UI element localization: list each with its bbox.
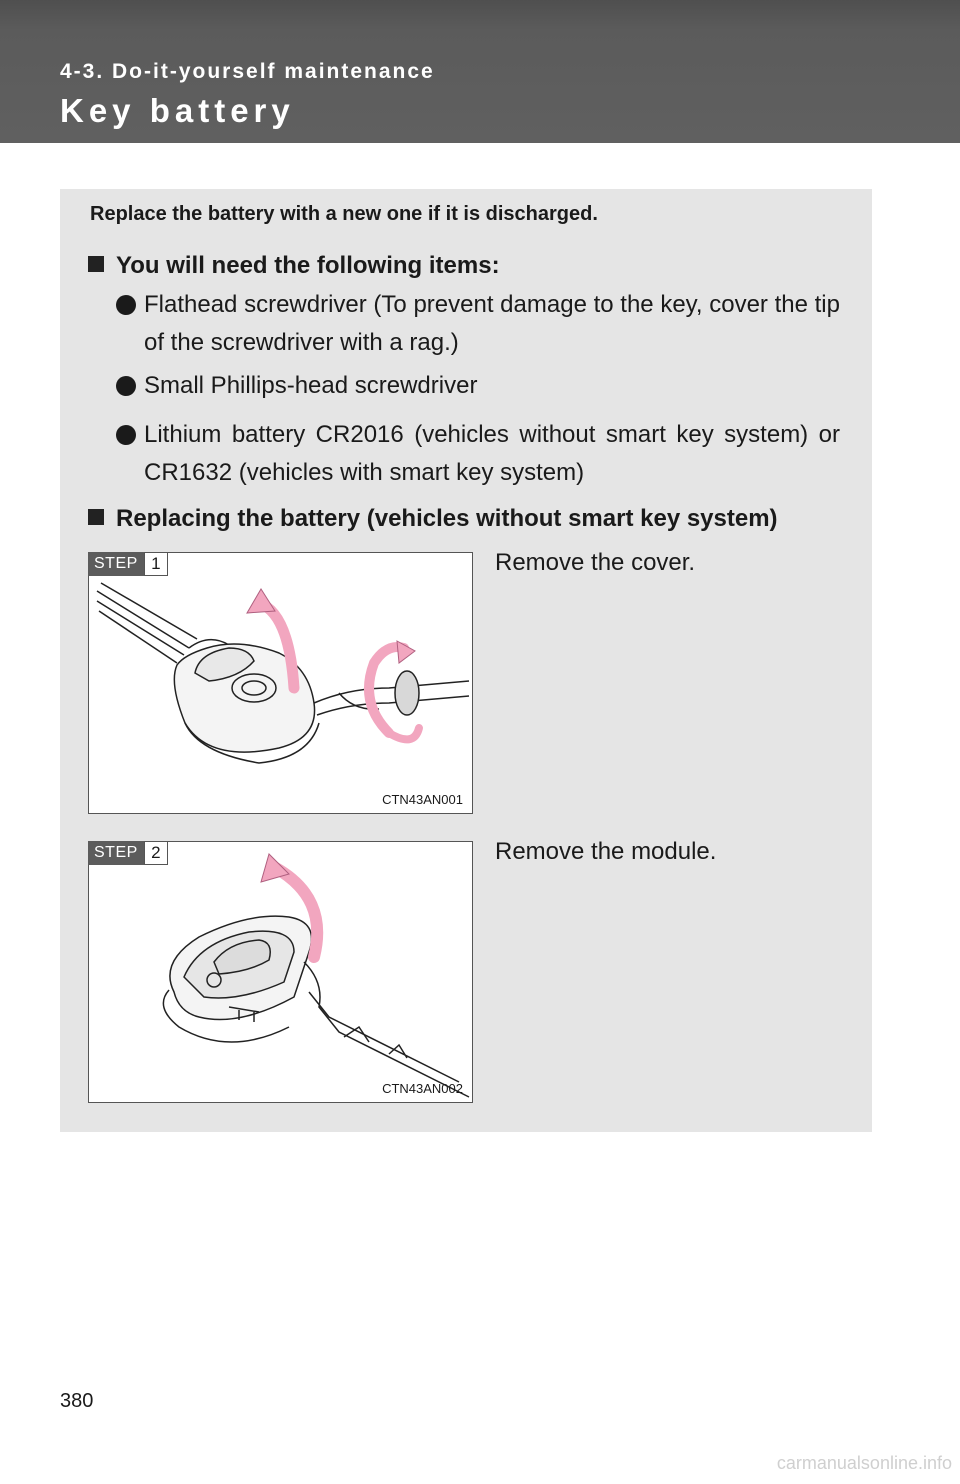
list-item-text: Flathead screwdriver (To prevent damage … (144, 291, 840, 356)
intro-text: Replace the battery with a new one if it… (90, 203, 598, 225)
page-header: 4-3. Do-it-yourself maintenance Key batt… (0, 0, 960, 143)
step-number: 2 (143, 841, 168, 865)
key-cover-removal-illustration (96, 582, 470, 764)
list-item-text: Lithium battery CR2016 (vehicles without… (144, 421, 840, 486)
step-label: STEP (88, 841, 144, 865)
list-item-text: Small Phillips-head screwdriver (144, 372, 478, 399)
step-1-figure: STEP 1 CTN43AN001 (88, 552, 473, 814)
key-module-removal-illustration (162, 853, 470, 1098)
list-item: Small Phillips-head screwdriver (116, 367, 840, 405)
round-bullet-icon (116, 295, 136, 315)
page-number: 380 (60, 1390, 94, 1412)
list-item: Flathead screwdriver (To prevent damage … (116, 286, 840, 362)
figure-code: CTN43AN002 (382, 1081, 463, 1096)
list-item: Lithium battery CR2016 (vehicles without… (116, 416, 840, 492)
step-badge: STEP 1 (88, 552, 168, 576)
step-1-text: Remove the cover. (495, 549, 696, 576)
round-bullet-icon (116, 425, 136, 445)
step-2-figure: STEP 2 CTN43AN002 (88, 841, 473, 1103)
page-title: Key battery (60, 92, 295, 129)
step-badge: STEP 2 (88, 841, 168, 865)
figure-code: CTN43AN001 (382, 792, 463, 807)
step-label: STEP (88, 552, 144, 576)
step-2-text: Remove the module. (495, 838, 717, 865)
step-number: 1 (143, 552, 168, 576)
square-bullet-icon (88, 509, 104, 525)
round-bullet-icon (116, 376, 136, 396)
items-heading: You will need the following items: (88, 252, 500, 280)
watermark: carmanualsonline.info (776, 1453, 952, 1473)
replace-heading-text: Replacing the battery (vehicles without … (116, 505, 778, 532)
square-bullet-icon (88, 256, 104, 272)
items-heading-text: You will need the following items: (116, 252, 500, 279)
replace-heading: Replacing the battery (vehicles without … (88, 505, 778, 533)
section-label: 4-3. Do-it-yourself maintenance (60, 60, 435, 83)
